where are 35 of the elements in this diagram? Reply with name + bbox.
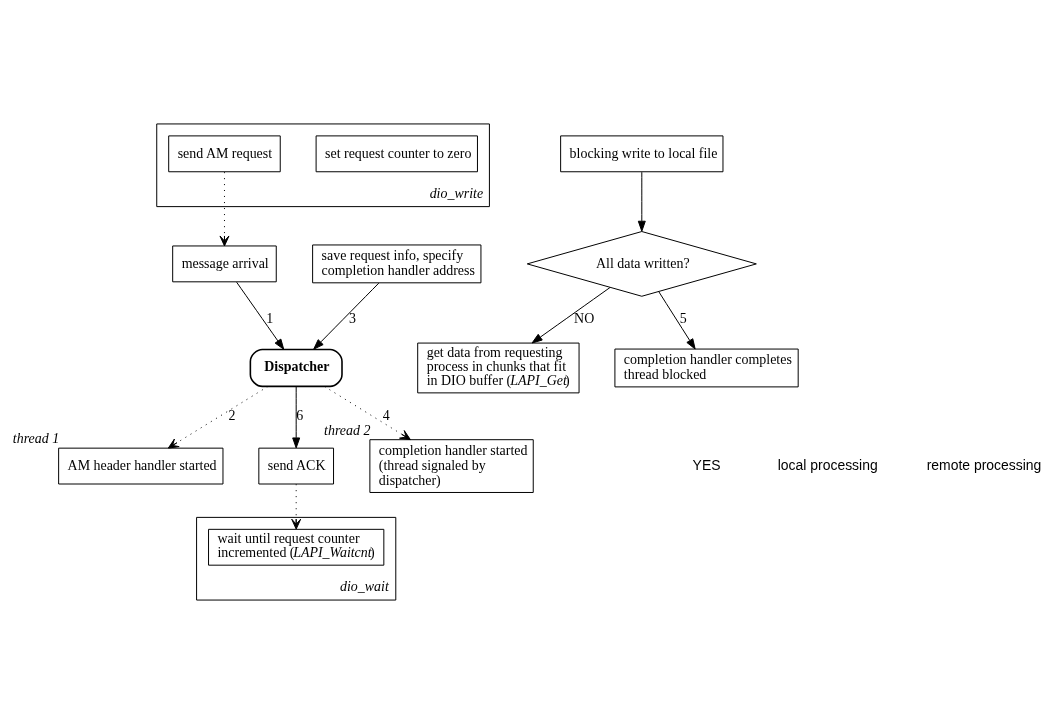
node-box: blocking write to local file [560,134,724,172]
node-box: send AM request [168,134,281,172]
edge-label: NO [574,310,595,326]
node-box: completion handler completes thread blocked [614,348,799,387]
arrow [292,385,301,448]
node-diamond: All data written? [526,230,757,297]
label: remote processing [926,456,1042,473]
node-label: thread 2 [324,422,371,438]
arrow [291,483,302,530]
arrow [531,286,611,343]
arrow [236,281,285,350]
arrow [167,385,269,449]
arrow [219,171,230,246]
edge-label: 2 [228,407,236,423]
arrow [637,171,646,232]
edge-label: 6 [296,407,304,423]
edge-label: 1 [266,310,274,326]
node-box: get data from requesting process in chunks that fit in DIO buffer (LAPI_Get) [417,342,580,393]
node-box: message arrival [172,244,277,282]
node-box: completion handler started (thread signaled by dispatcher) [369,438,534,493]
arrow [658,290,696,349]
node-box: wait until request counter incremented (LAPI_Waitcnt) [208,528,385,566]
label: local processing [777,456,878,473]
arrow [324,385,411,440]
label: YES [692,456,721,473]
node-box: set request counter to zero [315,134,478,172]
edge-label: 5 [679,310,687,326]
node-box: send ACK [258,447,335,484]
edge-label: 4 [382,407,390,423]
node-box: save request info, specify completion handler address [312,243,482,283]
node-box: AM header handler started [58,447,224,484]
node-box: Dispatcher [249,348,343,387]
arrow [313,282,380,350]
node-label: thread 1 [12,430,60,446]
edge-label: 3 [348,310,356,326]
